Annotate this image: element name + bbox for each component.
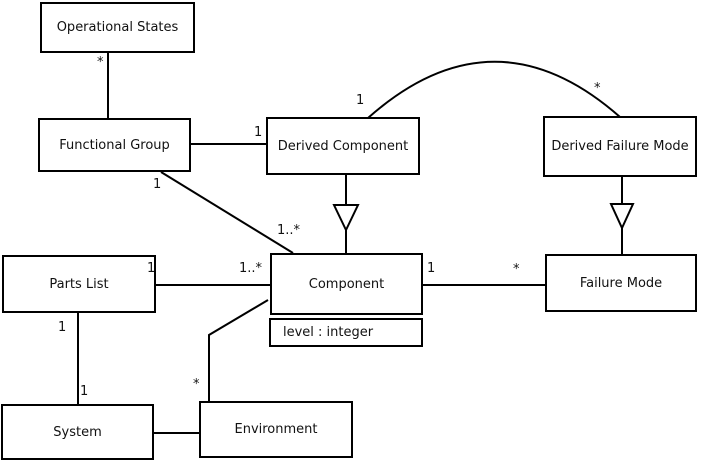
- class-label: Operational States: [56, 20, 179, 35]
- class-label: Derived Failure Mode: [551, 139, 689, 154]
- class-derived-failure-mode: Derived Failure Mode: [543, 116, 697, 177]
- line-funcgroup-component: [160, 171, 294, 254]
- class-label: Functional Group: [59, 137, 170, 153]
- multiplicity-derivedcomponent-derivedfailuremode-source: 1: [356, 93, 365, 108]
- line-component-environment: [208, 299, 269, 401]
- hollow-triangle-icon: [332, 204, 360, 233]
- class-label: Derived Component: [277, 138, 409, 154]
- class-label: Environment: [234, 422, 318, 437]
- class-parts-list: Parts List: [2, 255, 156, 313]
- hollow-triangle-icon: [609, 203, 635, 231]
- class-derived-component: Derived Component: [266, 117, 420, 175]
- multiplicity-funcgroup-component-target: 1..*: [277, 223, 301, 238]
- class-component-attributes: level : integer: [269, 318, 423, 347]
- class-functional-group: Functional Group: [38, 118, 191, 172]
- multiplicity-funcgroup-derivedcomponent: 1: [254, 125, 263, 140]
- class-label: Failure Mode: [579, 275, 663, 291]
- class-failure-mode: Failure Mode: [545, 254, 697, 312]
- multiplicity-partslist-component-target: 1..*: [239, 261, 263, 276]
- multiplicity-component-environment: *: [193, 377, 200, 392]
- generalization-derivedcomponent-component: [332, 175, 360, 253]
- class-environment: Environment: [199, 401, 353, 458]
- class-label: System: [53, 424, 102, 440]
- multiplicity-partslist-system-target: 1: [80, 384, 89, 399]
- class-system: System: [1, 404, 154, 460]
- generalization-derivedfailuremode-failuremode: [609, 177, 635, 254]
- attribute-label: level : integer: [283, 325, 374, 340]
- multiplicity-component-failuremode-target: *: [513, 262, 520, 277]
- multiplicity-funcgroup-component-source: 1: [153, 177, 162, 192]
- multiplicity-partslist-system-source: 1: [58, 320, 67, 335]
- class-component: Component: [270, 253, 423, 315]
- class-operational-states: Operational States: [40, 2, 195, 53]
- class-label: Component: [308, 276, 385, 292]
- multiplicity-derivedcomponent-derivedfailuremode-target: *: [594, 81, 601, 96]
- multiplicity-partslist-component-source: 1: [147, 261, 156, 276]
- multiplicity-opstates-funcgroup: *: [97, 55, 104, 70]
- curve-derivedcomponent-derivedfailuremode: [367, 60, 621, 119]
- class-label: Parts List: [49, 276, 109, 292]
- multiplicity-component-failuremode-source: 1: [427, 261, 436, 276]
